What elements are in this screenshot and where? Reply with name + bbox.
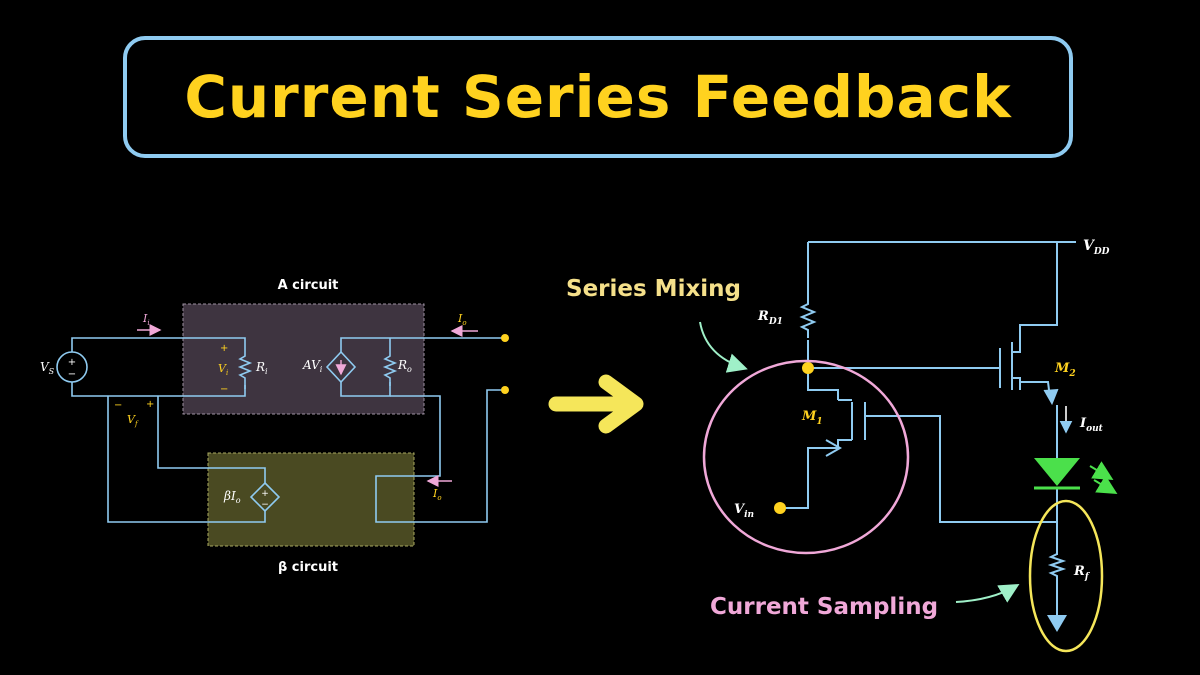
beta-circuit-label: β circuit — [278, 560, 338, 575]
avi-label: AVi — [302, 358, 323, 374]
vi-minus: − — [220, 384, 228, 395]
a-circuit-label: A circuit — [278, 278, 339, 293]
dependent-voltage-source-beta-io — [249, 481, 281, 513]
series-mixing-label: Series Mixing — [566, 276, 741, 302]
current-sampling-highlight — [1028, 499, 1104, 653]
vs-minus: − — [68, 369, 76, 380]
beta-source-minus: − — [261, 500, 269, 510]
current-sampling-arrow — [955, 583, 1020, 603]
rd1-label: RD1 — [757, 309, 783, 327]
iout-label: Iout — [1079, 416, 1104, 434]
drain-node-dot — [802, 362, 814, 374]
dependent-current-source-avi — [325, 350, 357, 384]
ro-label: Ro — [397, 358, 412, 374]
vin-label: Vin — [734, 502, 754, 520]
current-sampling-label: Current Sampling — [710, 594, 938, 620]
output-terminal-top — [501, 334, 509, 342]
output-terminal-bottom — [501, 386, 509, 394]
page-title: Current Series Feedback — [184, 63, 1012, 131]
vs-plus: + — [68, 357, 76, 368]
led-diode — [1034, 458, 1118, 495]
ri-label: Ri — [255, 360, 268, 376]
ii-label: Ii — [142, 312, 150, 327]
ground-symbol — [1047, 615, 1067, 632]
right-wires — [784, 241, 1076, 615]
io-bottom-label: Io — [432, 487, 442, 502]
vi-plus: + — [220, 343, 228, 354]
vdd-label: VDD — [1083, 238, 1110, 257]
m1-label: M1 — [801, 409, 823, 427]
transition-arrow — [548, 374, 644, 434]
vi-label: Vi — [218, 362, 228, 377]
vf-label: Vf — [127, 413, 139, 428]
m2-label: M2 — [1054, 361, 1076, 379]
rf-label: Rf — [1073, 564, 1091, 582]
m2-source-arrow — [1043, 388, 1059, 406]
beta-source-plus: + — [261, 489, 269, 499]
m1-source-arrow — [825, 439, 843, 457]
voltage-source-vs — [56, 351, 88, 383]
ri-resistor — [237, 352, 253, 389]
series-mixing-arrow — [699, 321, 748, 373]
title-box: Current Series Feedback — [123, 36, 1073, 158]
io-top-label: Io — [457, 312, 467, 327]
beta-io-label: βIo — [223, 489, 241, 505]
rf-resistor — [1047, 548, 1067, 582]
vin-terminal — [774, 502, 786, 514]
ro-resistor — [382, 352, 398, 386]
vf-plus: + — [146, 399, 154, 410]
vs-label: VS — [40, 360, 55, 376]
left-feedback-block-diagram: A circuit β circuit + − VS — [40, 278, 509, 575]
right-circuit-schematic: RD1 VDD M1 M2 Vin Iout Rf — [566, 238, 1118, 653]
series-mixing-highlight — [702, 359, 910, 555]
left-wires — [71, 337, 505, 523]
rd1-resistor — [799, 298, 817, 338]
vf-minus: − — [114, 400, 122, 411]
